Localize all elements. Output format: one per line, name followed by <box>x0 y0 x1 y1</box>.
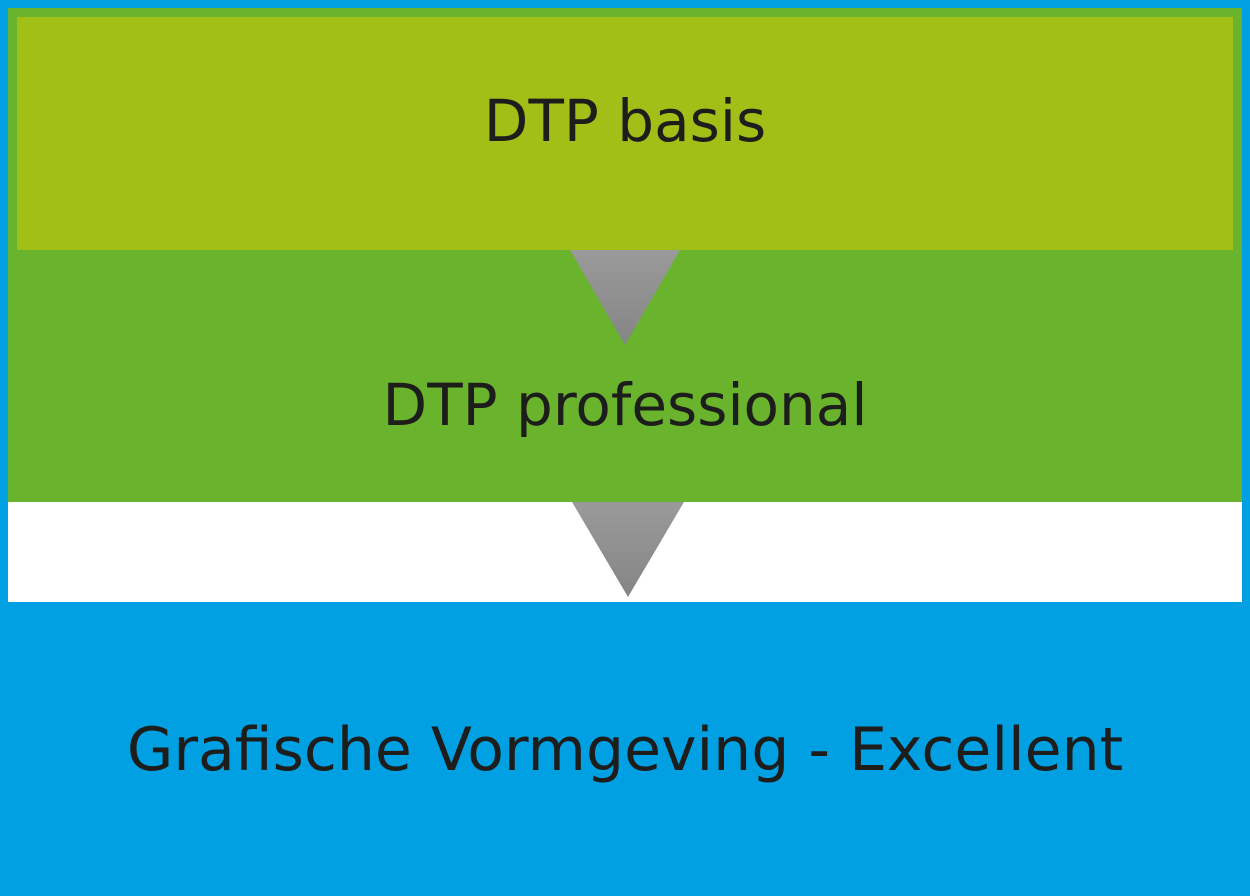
dtp-basis-label: DTP basis <box>483 87 767 155</box>
arrow-down-1 <box>570 250 680 345</box>
arrow-down-2 <box>572 502 684 597</box>
excellent-label: Grafische Vormgeving - Excellent <box>126 715 1124 785</box>
dtp-basis-box <box>17 17 1233 250</box>
dtp-professional-label: DTP professional <box>382 371 868 439</box>
